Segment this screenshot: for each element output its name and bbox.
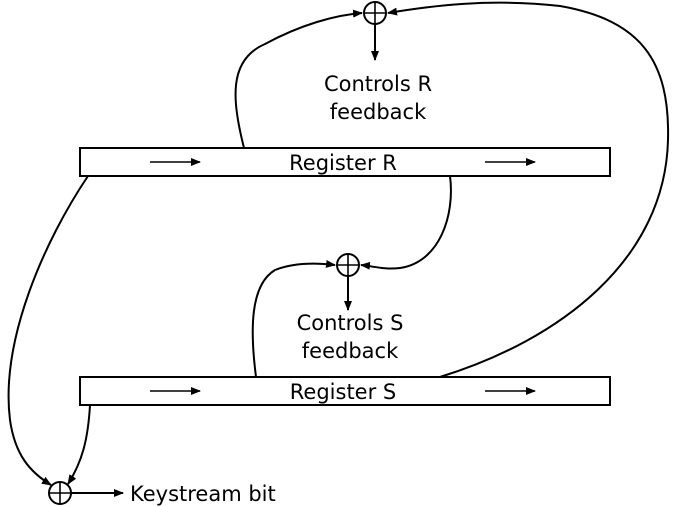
controls-s-feedback-label-line2: feedback <box>302 339 399 363</box>
register-r: Register R <box>79 147 611 177</box>
controls-s-feedback-label-line1: Controls S <box>297 311 404 335</box>
register-s: Register S <box>79 376 611 406</box>
register-r-label: Register R <box>289 151 397 175</box>
wire-register-s-to-output-xor <box>67 404 91 485</box>
wire-register-r-to-output-xor <box>7 175 89 486</box>
wire-register-r-to-middle-xor <box>360 175 452 270</box>
register-s-label: Register S <box>290 380 396 404</box>
keystream-bit-label: Keystream bit <box>130 482 276 506</box>
wire-register-s-to-top-xor <box>387 1 670 378</box>
xor-middle-icon <box>336 253 360 277</box>
wire-register-r-to-top-xor <box>234 9 363 149</box>
controls-r-feedback-label-line2: feedback <box>330 100 427 124</box>
xor-output-icon <box>48 481 72 505</box>
wire-register-s-to-middle-xor <box>251 259 336 378</box>
xor-top-icon <box>363 1 387 25</box>
controls-r-feedback-label-line1: Controls R <box>324 72 432 96</box>
